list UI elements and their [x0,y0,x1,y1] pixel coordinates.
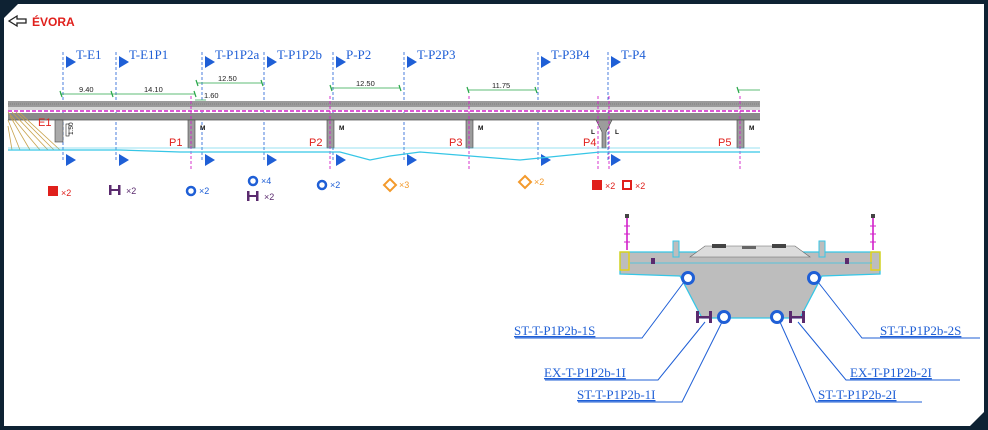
free-marker: L [591,129,595,136]
small-dimension: 1.50 [68,122,75,135]
deck-cross-section [619,214,881,319]
support-label: P4 [583,137,596,149]
ring-sensor-icon [316,179,328,191]
strain-gauge-icon [789,311,805,323]
hollow-square-sensor-icon [622,180,632,190]
square-sensor-icon [592,180,602,190]
section-label[interactable]: P-P2 [346,47,371,62]
callout-label[interactable]: EX-T-P1P2b-2I [850,365,932,380]
square-sensor-icon [48,186,58,196]
callout-label[interactable]: ST-T-P1P2b-2I [818,387,897,402]
ring-sensor-icon [185,185,197,197]
section-label[interactable]: T-E1P1 [129,47,168,62]
support-label: P5 [718,137,731,149]
ring-sensor-icon [717,310,731,324]
support-label: P2 [309,137,322,149]
svg-text:×2: ×2 [330,180,340,190]
svg-text:×2: ×2 [199,186,209,196]
callout-leaders [515,281,980,403]
ring-sensor-icon [247,175,259,187]
diamond-sensor-icon [517,174,533,190]
section-sensors [681,271,821,324]
svg-text:×2: ×2 [264,192,274,202]
support-label: P3 [449,137,462,149]
bridge-deck [8,101,760,121]
svg-text:×3: ×3 [399,180,409,190]
drawing-sheet [4,4,984,426]
back-arrow-icon[interactable] [7,14,27,28]
section-label[interactable]: T-P1P2b [277,47,322,62]
abutment-e1: 1.50 [7,111,75,151]
section-label[interactable]: T-E1 [76,47,102,62]
section-label[interactable]: T-P3P4 [551,47,590,62]
svg-text:×2: ×2 [61,188,71,198]
callout-label[interactable]: ST-T-P1P2b-1S [514,323,595,338]
dimension-text: 14.10 [144,85,163,94]
dimension-text: 9.40 [79,85,94,94]
page-title: ÉVORA [32,14,75,29]
dimension-text: 11.75 [492,81,510,90]
svg-text:×2: ×2 [635,181,645,191]
callout-label[interactable]: EX-T-P1P2b-1I [544,365,626,380]
dimension-text: 12.50 [356,79,375,88]
strain-gauge-icon [109,185,121,195]
section-label[interactable]: T-P2P3 [417,47,456,62]
sensor-legend: ×2 ×2 ×2 ×4 ×2 ×2 ×3 ×2 [48,174,645,202]
water-line [8,147,760,161]
ring-sensor-icon [807,271,821,285]
fixed-marker: M [339,125,344,132]
fixed-marker: M [200,125,205,132]
svg-text:×2: ×2 [534,177,544,187]
diamond-sensor-icon [382,177,398,193]
section-label[interactable]: T-P4 [621,47,646,62]
fixed-marker: M [749,125,754,132]
support-label: P1 [169,137,182,149]
ring-sensor-icon [681,271,695,285]
callout-label[interactable]: ST-T-P1P2b-2S [880,323,961,338]
callout-label[interactable]: ST-T-P1P2b-1I [577,387,656,402]
strain-gauge-icon [696,311,712,323]
support-label: E1 [38,117,51,129]
dimension-lines: 9.40 14.10 12.50 1.60 12.50 11.75 [59,74,760,101]
free-marker: L [615,129,619,136]
section-label[interactable]: T-P1P2a [215,47,260,62]
svg-text:×2: ×2 [605,181,615,191]
strain-gauge-icon [247,191,259,201]
ring-sensor-icon [770,310,784,324]
svg-text:×2: ×2 [126,186,136,196]
dimension-text: 1.60 [204,91,219,100]
dimension-text: 12.50 [218,74,237,83]
svg-text:×4: ×4 [261,176,271,186]
fixed-marker: M [478,125,483,132]
piers [187,96,745,170]
